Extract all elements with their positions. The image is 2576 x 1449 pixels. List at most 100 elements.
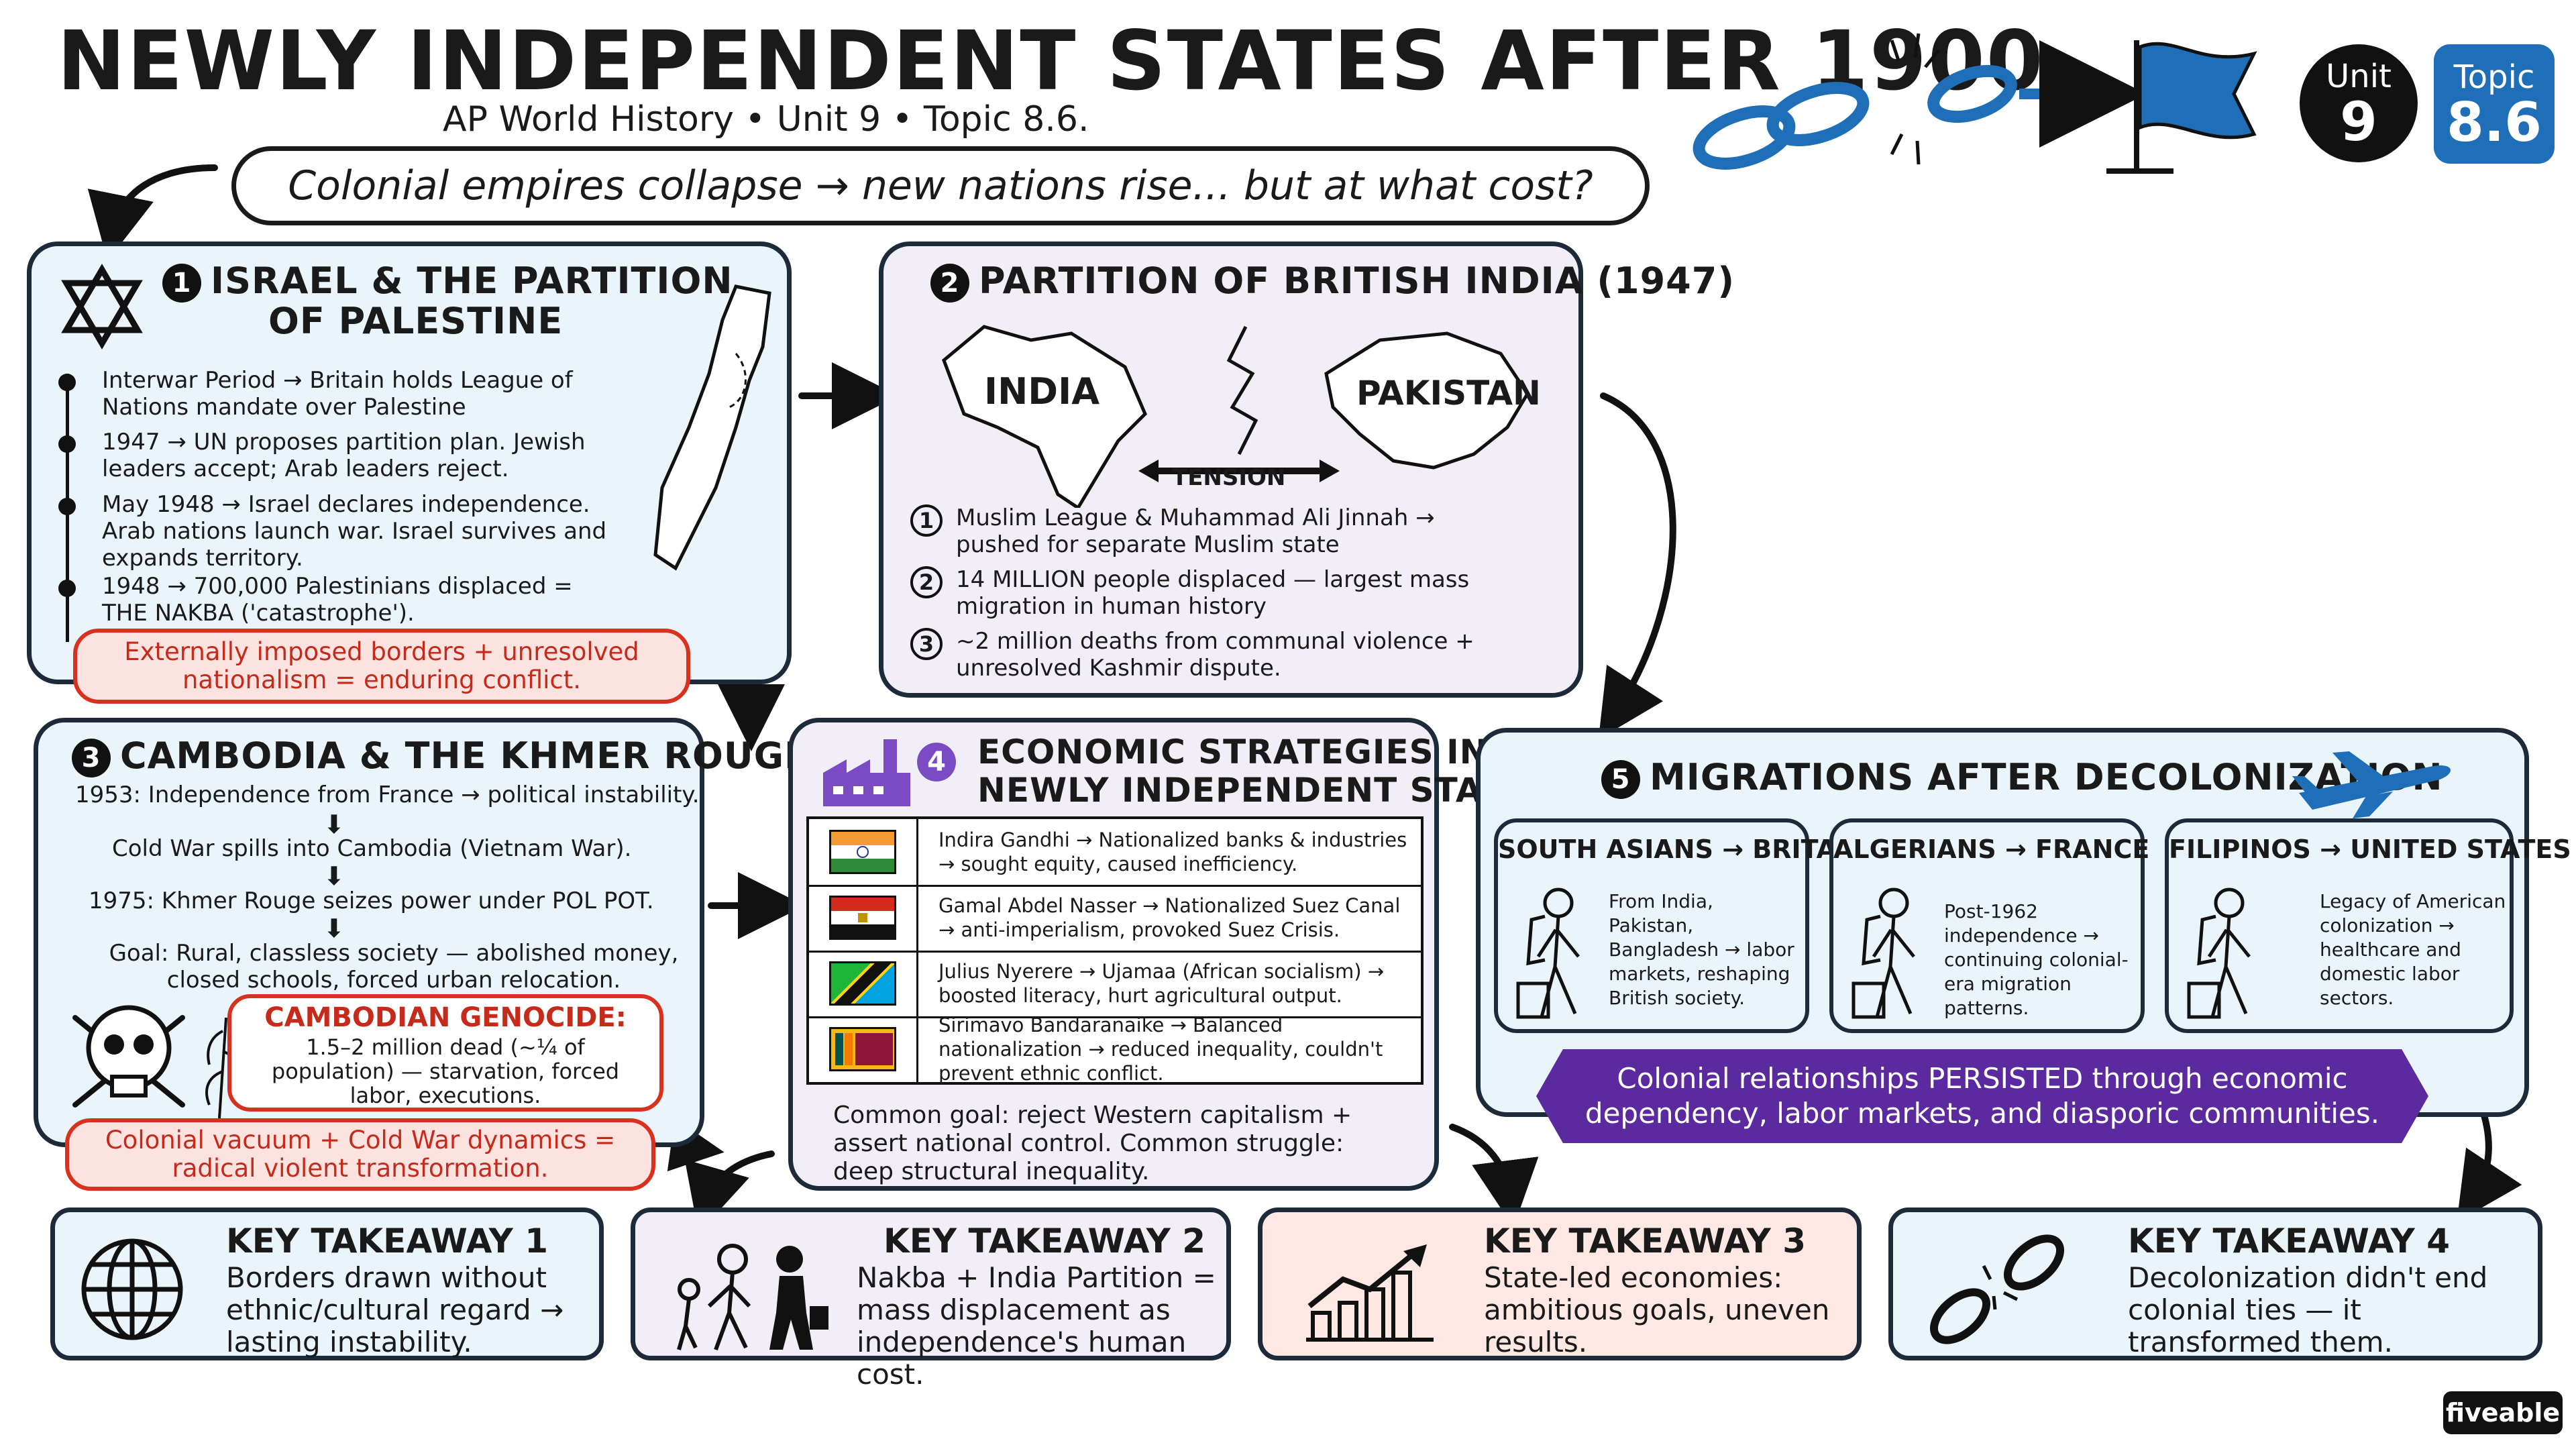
strategy-row: Gamal Abdel Nasser → Nationalized Suez C… <box>809 885 1421 953</box>
panel5-number: 5 <box>1601 760 1640 800</box>
genocide-title: CAMBODIAN GENOCIDE: <box>264 1002 627 1033</box>
list-number: 2 <box>910 566 943 598</box>
migration-card: FILIPINOS → UNITED STATES Legacy of Amer… <box>2165 818 2571 1033</box>
factory-icon <box>823 739 910 806</box>
panel3-callout: Colonial vacuum + Cold War dynamics = ra… <box>65 1118 655 1191</box>
panel1-timeline: Interwar Period → Britain holds League o… <box>58 360 642 655</box>
panel2-title: 2 PARTITION OF BRITISH INDIA (1947) <box>930 260 1735 303</box>
cambodia-step: Cold War spills into Cambodia (Vietnam W… <box>112 835 632 862</box>
list-number: 3 <box>910 628 943 660</box>
india-pakistan-map-icon <box>942 325 1529 508</box>
cambodia-step: 1975: Khmer Rouge seizes power under POL… <box>89 888 654 914</box>
genocide-box: CAMBODIAN GENOCIDE: 1.5–2 million dead (… <box>227 994 663 1112</box>
timeline-item: 1947 → UN proposes partition plan. Jewis… <box>102 429 586 482</box>
panel2-number: 2 <box>930 264 969 303</box>
broken-chain-flag-illustration <box>1693 33 2257 174</box>
down-arrow-icon: ⬇ <box>323 861 345 891</box>
list-item: Muslim League & Muhammad Ali Jinnah → pu… <box>956 504 1435 558</box>
panel-india-partition: 2 PARTITION OF BRITISH INDIA (1947) INDIA… <box>879 241 1734 698</box>
panel2-title-text: PARTITION OF BRITISH INDIA (1947) <box>979 260 1735 302</box>
unit-number: 9 <box>2340 91 2377 153</box>
airplane-icon <box>2292 751 2451 818</box>
question-bubble: Colonial empires collapse → new nations … <box>231 146 1650 225</box>
unit-label: Unit <box>2326 58 2392 95</box>
takeaway-text: State-led economies: ambitious goals, un… <box>1484 1261 1830 1358</box>
panel1-callout: Externally imposed borders + unresolved … <box>73 629 690 704</box>
takeaway-title: KEY TAKEAWAY 4 <box>2128 1222 2451 1260</box>
takeaway-text: Borders drawn without ethnic/cultural re… <box>226 1261 564 1358</box>
panel1-title-line1: ISRAEL & THE PARTITION <box>211 260 733 302</box>
strategy-text: Sirimavo Bandaranaike → Balanced nationa… <box>938 1014 1383 1085</box>
panel4-title-line2: NEWLY INDEPENDENT STATES <box>977 771 1552 810</box>
strategy-row: Julius Nyerere → Ujamaa (African sociali… <box>809 951 1421 1018</box>
strategies-table: Indira Gandhi → Nationalized banks & ind… <box>806 816 1424 1085</box>
page-subtitle: AP World History • Unit 9 • Topic 8.6. <box>443 99 1089 140</box>
down-arrow-icon: ⬇ <box>323 810 345 839</box>
panel4-number-wrap: 4 <box>917 743 965 782</box>
migration-card-text: Post-1962 independence → continuing colo… <box>1944 900 2129 1019</box>
takeaway-text: Decolonization didn't end colonial ties … <box>2128 1261 2488 1358</box>
key-takeaway-4: KEY TAKEAWAY 4 Decolonization didn't end… <box>1888 1208 2542 1360</box>
panel-israel-partition: 1 ISRAEL & THE PARTITION OF PALESTINE Int… <box>27 241 792 704</box>
list-item: 14 MILLION people displaced — largest ma… <box>956 566 1470 620</box>
migration-card-text: From India, Pakistan, Bangladesh → labor… <box>1609 890 1794 1009</box>
skull-crossbones-icon <box>72 1005 241 1119</box>
panel-economic-strategies: 4 ECONOMIC STRATEGIES IN NEWLY INDEPENDE… <box>788 718 1551 1191</box>
key-takeaway-2: KEY TAKEAWAY 2 Nakba + India Partition =… <box>631 1208 1231 1391</box>
migration-card-title: SOUTH ASIANS → BRITAIN <box>1498 835 1867 864</box>
strategy-row: Indira Gandhi → Nationalized banks & ind… <box>809 819 1421 887</box>
migration-card-text: Legacy of American colonization → health… <box>2320 890 2506 1009</box>
timeline-item: May 1948 → Israel declares independence.… <box>102 491 607 572</box>
growth-chart-icon <box>1306 1244 1434 1342</box>
timeline-item: Interwar Period → Britain holds League o… <box>102 367 573 421</box>
page-title: NEWLY INDEPENDENT STATES AFTER 1900 <box>57 13 2045 109</box>
india-flag-icon <box>829 830 896 874</box>
migrant-with-suitcase-icon <box>1516 888 1580 1019</box>
strategy-row: Sirimavo Bandaranaike → Balanced nationa… <box>809 1014 1421 1085</box>
migration-card-title: ALGERIANS → FRANCE <box>1833 835 2150 864</box>
timeline-item: 1948 → 700,000 Palestinians displaced = … <box>102 573 573 627</box>
topic-label: Topic <box>2453 58 2535 96</box>
panel3-title-text: CAMBODIA & THE KHMER ROUGE <box>120 735 810 777</box>
takeaway-title: KEY TAKEAWAY 2 <box>883 1222 1206 1260</box>
panel1-number: 1 <box>162 264 201 303</box>
panel4-number: 4 <box>917 743 956 782</box>
panel4-title-line1: ECONOMIC STRATEGIES IN <box>977 733 1489 771</box>
star-of-david-icon <box>61 264 143 350</box>
unit-badge: Unit 9 <box>2300 44 2418 162</box>
colonial-relationships-banner: Colonial relationships PERSISTED through… <box>1536 1049 2428 1143</box>
genocide-text: 1.5–2 million dead (~¼ of population) — … <box>271 1034 620 1108</box>
migration-card: SOUTH ASIANS → BRITAIN From India, Pakis… <box>1494 818 1867 1033</box>
strategy-text: Indira Gandhi → Nationalized banks & ind… <box>938 828 1407 875</box>
takeaway-text: Nakba + India Partition = mass displacem… <box>857 1261 1216 1391</box>
list-number: 1 <box>910 504 943 537</box>
fiveable-logo: fiveable <box>2443 1391 2563 1434</box>
map-label-pakistan: PAKISTAN <box>1356 374 1541 413</box>
migration-card: ALGERIANS → FRANCE Post-1962 independenc… <box>1829 818 2150 1033</box>
panel4-summary: Common goal: reject Western capitalism +… <box>833 1102 1352 1185</box>
panel1-title: 1 ISRAEL & THE PARTITION <box>162 260 733 303</box>
strategy-text: Gamal Abdel Nasser → Nationalized Suez C… <box>938 894 1401 941</box>
panel1-title-line2: OF PALESTINE <box>268 300 564 342</box>
migrant-with-suitcase-icon <box>2187 888 2251 1019</box>
cambodia-step: Goal: Rural, classless society — abolish… <box>109 940 679 994</box>
map-label-india: INDIA <box>984 370 1099 413</box>
tanzania-flag-icon <box>829 961 896 1006</box>
israel-map-icon <box>653 284 771 571</box>
list-item: ~2 million deaths from communal violence… <box>956 628 1474 682</box>
strategy-text: Julius Nyerere → Ujamaa (African sociali… <box>938 960 1385 1007</box>
cambodia-step: 1953: Independence from France → politic… <box>75 782 700 808</box>
migrant-with-suitcase-icon <box>1851 888 1915 1019</box>
panel3-number: 3 <box>72 739 111 778</box>
sri-lanka-flag-icon <box>829 1027 896 1071</box>
topic-badge: Topic 8.6 <box>2434 44 2555 164</box>
takeaway-title: KEY TAKEAWAY 1 <box>226 1222 549 1260</box>
question-text: Colonial empires collapse → new nations … <box>288 162 1593 209</box>
tension-label: TENSION <box>1172 464 1286 491</box>
globe-icon <box>81 1238 183 1340</box>
migrants-icon <box>677 1244 828 1351</box>
migration-card-title: FILIPINOS → UNITED STATES <box>2169 835 2571 864</box>
down-arrow-icon: ⬇ <box>323 914 345 943</box>
